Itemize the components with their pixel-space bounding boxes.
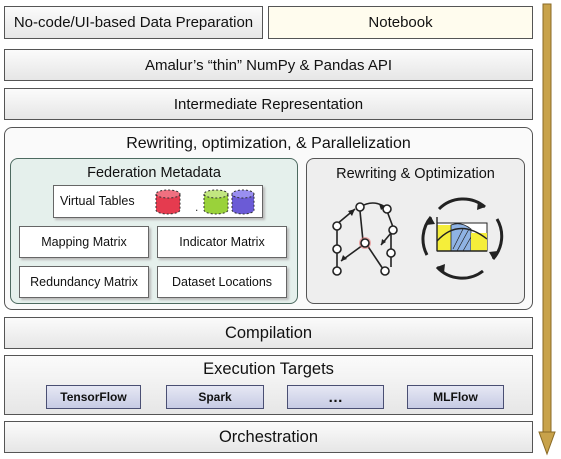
redundancy-matrix-label: Redundancy Matrix: [30, 274, 138, 289]
indicator-matrix-box: Indicator Matrix: [157, 226, 287, 258]
virtual-tables-icons: .: [155, 189, 255, 215]
dataset-locations-label: Dataset Locations: [171, 274, 273, 289]
intermediate-representation-layer: Intermediate Representation: [4, 88, 533, 120]
target-more: …: [287, 385, 384, 409]
indicator-matrix-label: Indicator Matrix: [179, 234, 265, 249]
rewriting-panel: Rewriting, optimization, & Parallelizati…: [4, 127, 533, 310]
table-red-icon: [155, 189, 181, 215]
rewriting-title: Rewriting, optimization, & Parallelizati…: [126, 135, 411, 152]
compilation-layer: Compilation: [4, 317, 533, 349]
virtual-tables-label: Virtual Tables: [60, 194, 135, 209]
target-tensorflow: TensorFlow: [46, 385, 141, 409]
table-green-icon: [203, 189, 229, 215]
optimization-cycle-icon: [421, 197, 504, 280]
nocode-label: No-code/UI-based Data Preparation: [13, 14, 254, 31]
target-spark-label: Spark: [198, 390, 232, 404]
execution-targets-layer: Execution Targets TensorFlow Spark … MLF…: [4, 355, 533, 415]
federation-title: Federation Metadata: [87, 165, 221, 181]
dataset-locations-box: Dataset Locations: [157, 266, 287, 298]
target-more-label: …: [328, 388, 343, 406]
rewriting-optimization-panel: Rewriting & Optimization: [306, 158, 525, 304]
virtual-tables-box: Virtual Tables .: [53, 185, 263, 218]
compilation-label: Compilation: [224, 323, 313, 342]
api-layer: Amalur’s “thin” NumPy & Pandas API: [4, 49, 533, 81]
notebook-label: Notebook: [368, 14, 433, 31]
redundancy-matrix-box: Redundancy Matrix: [19, 266, 149, 298]
mapping-matrix-box: Mapping Matrix: [19, 226, 149, 258]
target-spark: Spark: [166, 385, 264, 409]
notebook-box: Notebook: [268, 6, 533, 39]
orchestration-layer: Orchestration: [4, 421, 533, 453]
graph-rewrite-icon: [332, 202, 398, 276]
table-dots: .: [195, 200, 198, 214]
optimization-title: Rewriting & Optimization: [336, 166, 495, 182]
orchestration-label: Orchestration: [218, 427, 319, 446]
mapping-matrix-label: Mapping Matrix: [41, 234, 127, 249]
federation-metadata-panel: Federation Metadata Virtual Tables .: [10, 158, 298, 304]
table-blue-icon: [231, 189, 255, 215]
execution-title: Execution Targets: [203, 360, 334, 378]
target-tensorflow-label: TensorFlow: [60, 390, 127, 404]
nocode-data-prep-box: No-code/UI-based Data Preparation: [4, 6, 263, 39]
api-label: Amalur’s “thin” NumPy & Pandas API: [144, 56, 393, 74]
target-mlflow-label: MLFlow: [433, 390, 478, 404]
flow-down-arrow-icon: [538, 3, 556, 456]
ir-label: Intermediate Representation: [173, 95, 364, 113]
target-mlflow: MLFlow: [407, 385, 504, 409]
